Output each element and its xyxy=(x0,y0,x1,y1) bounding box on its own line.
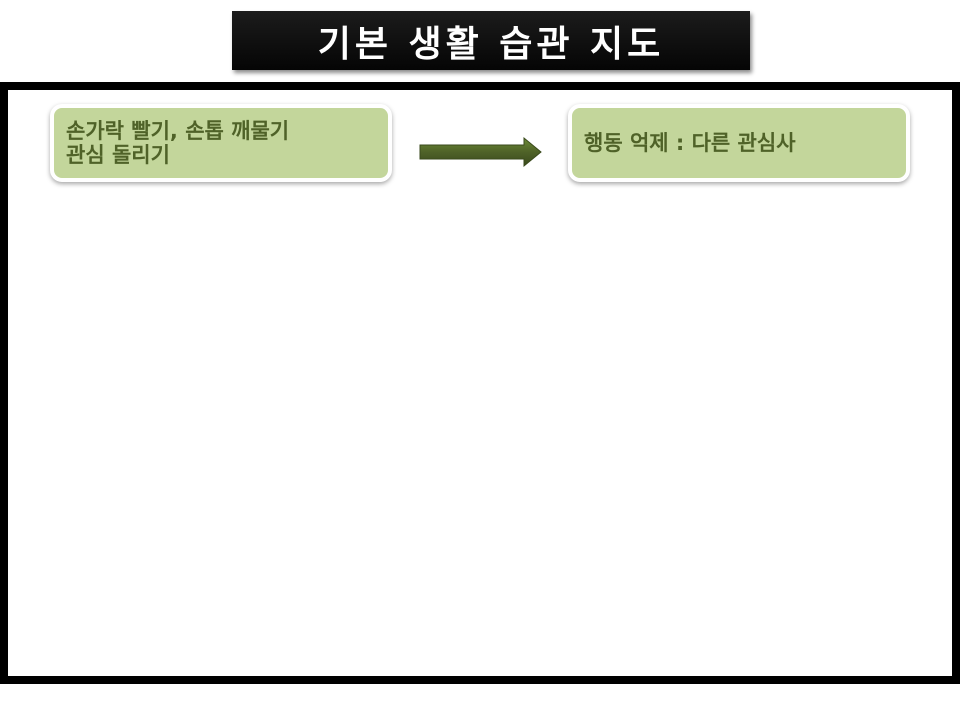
content-frame xyxy=(0,82,960,684)
title-banner: 기본 생활 습관 지도 xyxy=(232,11,750,70)
habit-box-label: 손가락 빨기, 손톱 깨물기 관심 돌리기 xyxy=(66,119,290,167)
action-box-label: 행동 억제 : 다른 관심사 xyxy=(584,131,796,155)
right-arrow-icon xyxy=(419,136,542,168)
page-title: 기본 생활 습관 지도 xyxy=(317,23,665,65)
action-box: 행동 억제 : 다른 관심사 xyxy=(568,104,910,182)
habit-box: 손가락 빨기, 손톱 깨물기 관심 돌리기 xyxy=(50,104,392,182)
